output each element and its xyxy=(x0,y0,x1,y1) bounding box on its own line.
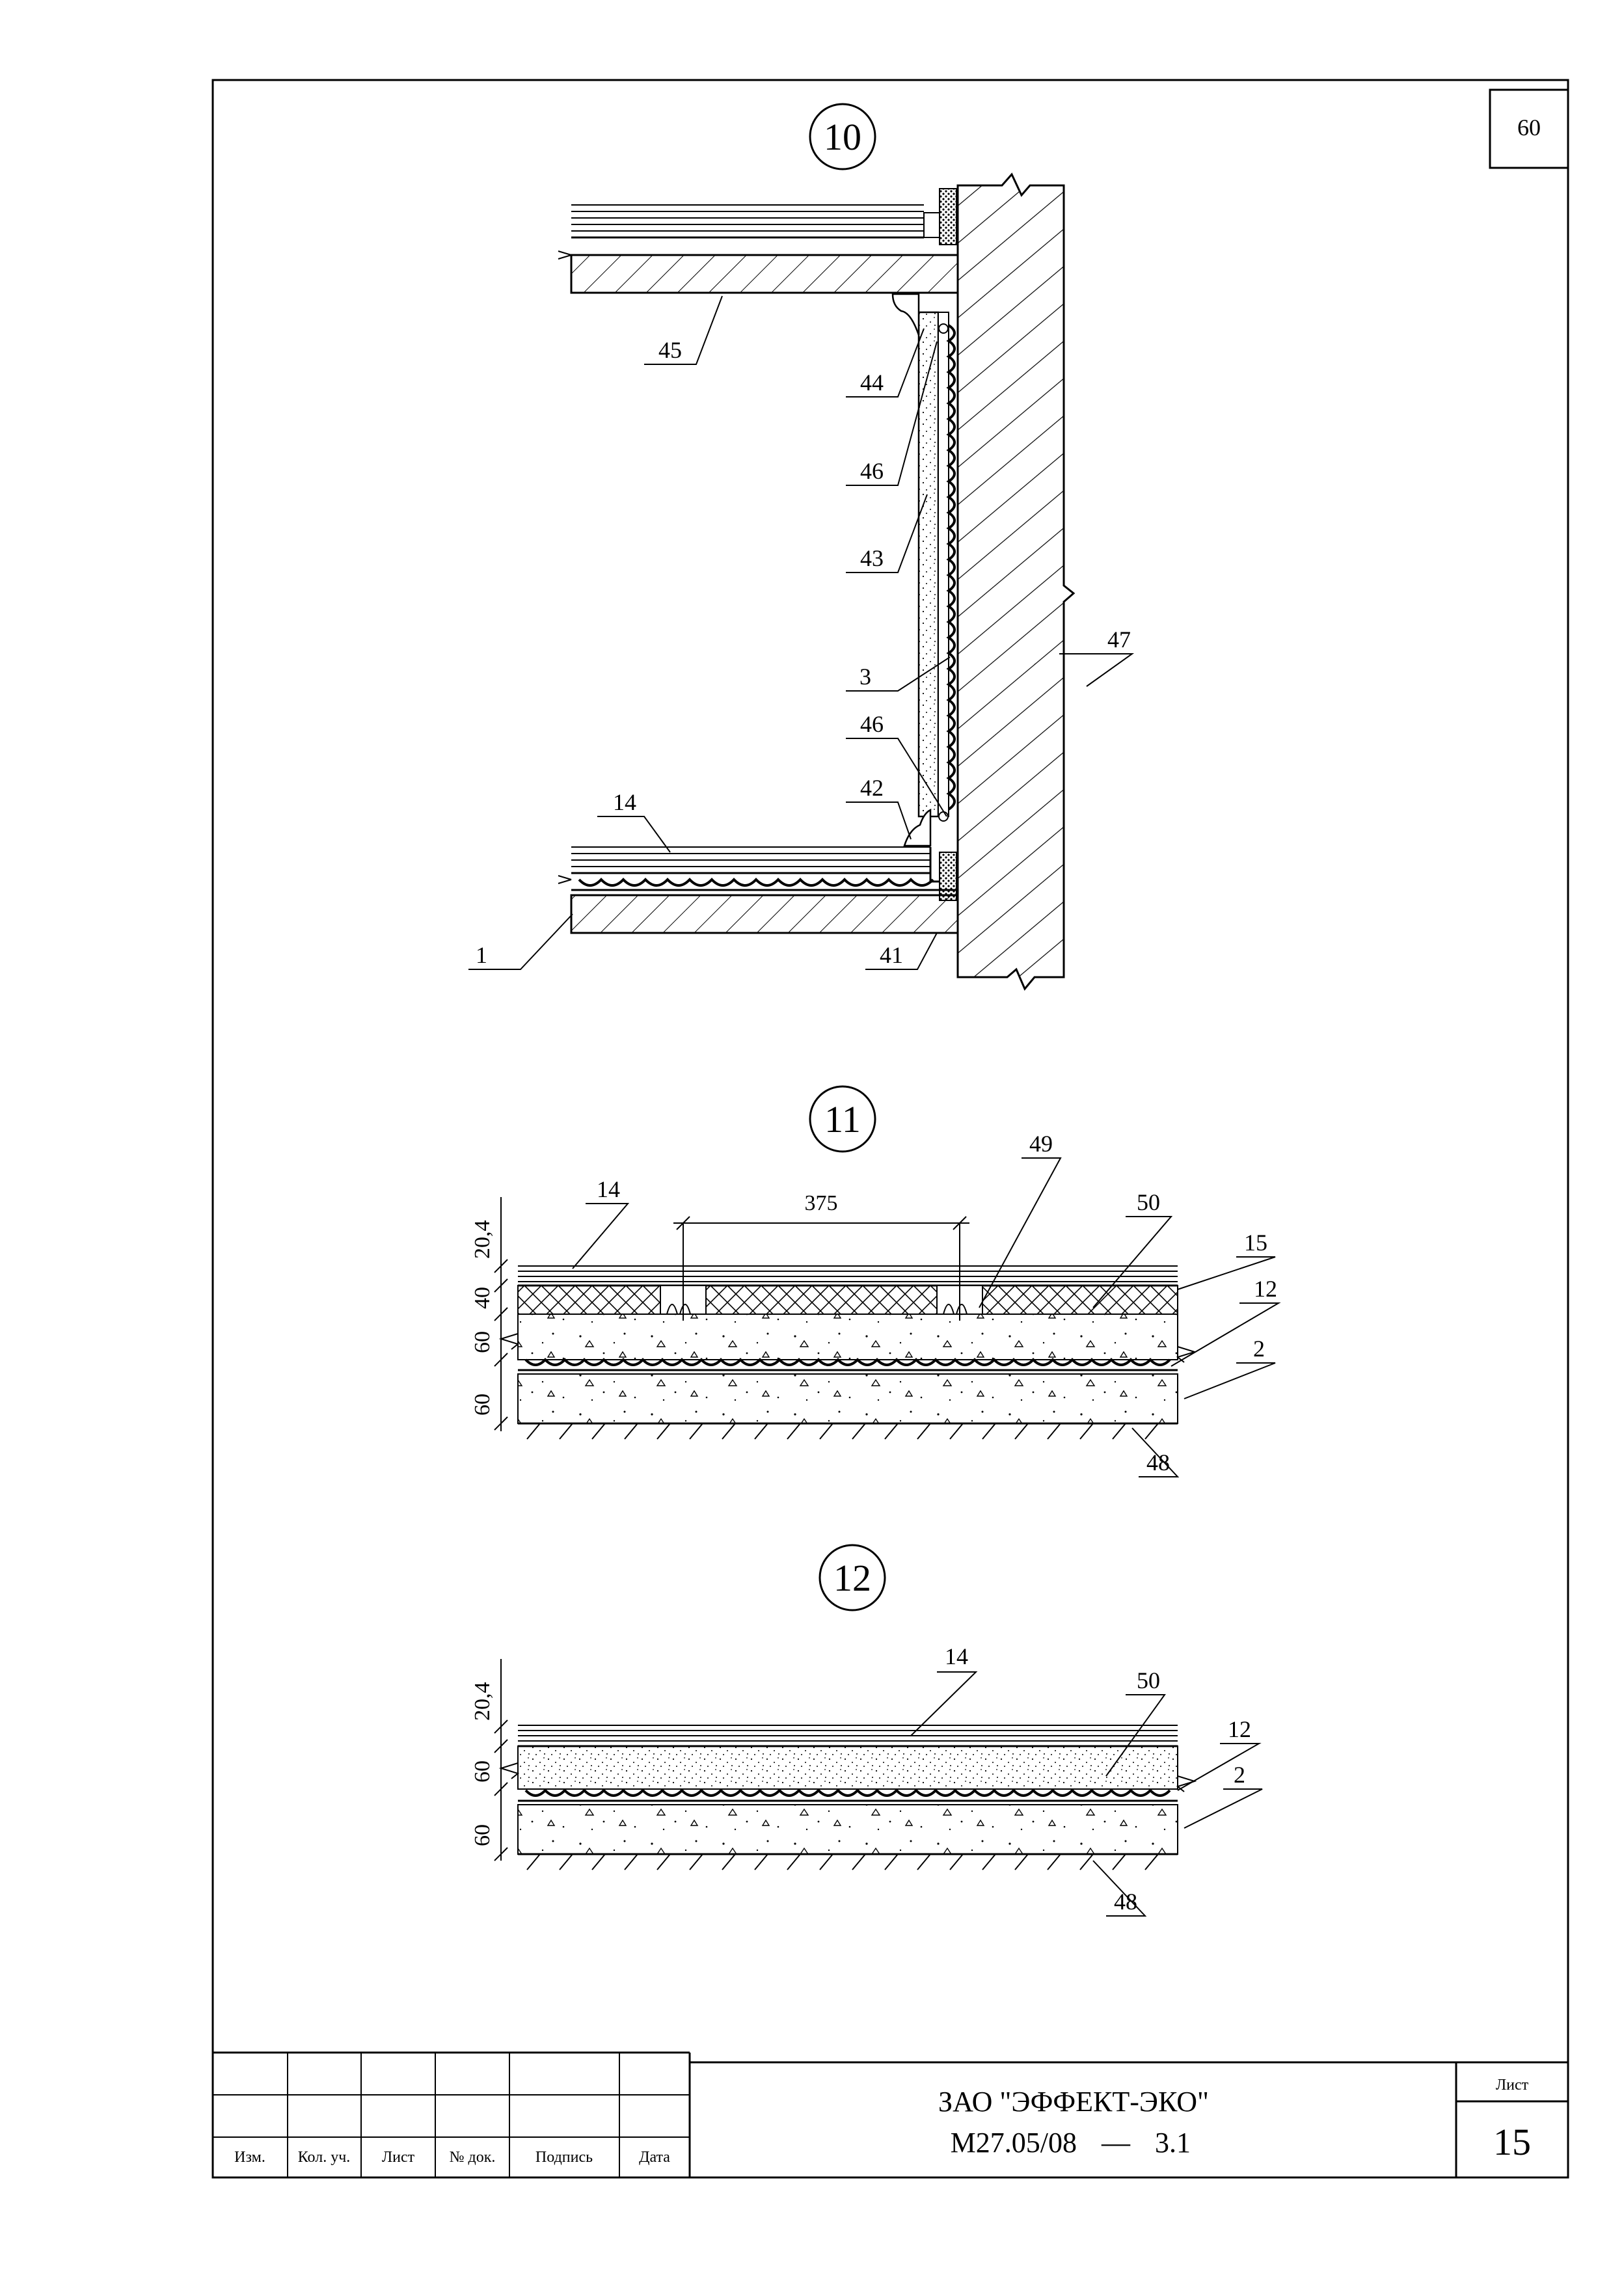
upper-edge-mark xyxy=(558,250,572,260)
d11-dim-20-4: 20,4 xyxy=(470,1220,494,1260)
d11-finish-layers xyxy=(518,1265,1178,1287)
d11-pad-left xyxy=(666,1304,691,1315)
d11-label-48: 48 xyxy=(1146,1449,1170,1475)
sheet-corner-box xyxy=(1489,88,1569,169)
detail-11-number: 11 xyxy=(824,1098,861,1140)
label-46-top: 46 xyxy=(860,458,884,484)
lower-edge-mark xyxy=(558,875,572,884)
label-47: 47 xyxy=(1107,627,1131,653)
title-block: Изм. Кол. уч. Лист № док. Подпись Дата З… xyxy=(213,2051,1568,2177)
label-43: 43 xyxy=(860,545,884,571)
detail-10: 10 xyxy=(468,103,1135,991)
d11-label-49: 49 xyxy=(1029,1131,1053,1157)
d12-membrane xyxy=(524,1788,1171,1797)
detail-12-marker xyxy=(819,1544,886,1611)
d12-label-2: 2 xyxy=(1234,1762,1245,1788)
d11-screed xyxy=(517,1314,1178,1360)
label-41: 41 xyxy=(880,942,903,968)
sheet-number: 15 xyxy=(1493,2121,1531,2163)
lower-membrane xyxy=(578,878,934,887)
d11-dim-60-b: 60 xyxy=(470,1394,494,1416)
d11-base-concrete xyxy=(517,1373,1178,1424)
detail-12-number: 12 xyxy=(833,1557,871,1599)
detail-12: 12 20,4 60 60 xyxy=(470,1544,1263,1917)
detail-10-leaders xyxy=(468,295,1135,970)
detail-11-leaders xyxy=(572,1157,1281,1477)
label-3: 3 xyxy=(859,664,871,690)
code-dash: — xyxy=(1101,2127,1131,2159)
d11-dim-60-a: 60 xyxy=(470,1331,494,1353)
d11-membrane xyxy=(524,1358,1171,1366)
label-46-bottom: 46 xyxy=(860,711,884,737)
column-signature: Подпись xyxy=(535,2149,593,2166)
d12-dim-20-4: 20,4 xyxy=(470,1682,494,1721)
d11-dimension-chain xyxy=(494,1197,508,1431)
column-date: Дата xyxy=(639,2149,670,2166)
d11-break-left xyxy=(498,1333,520,1350)
d12-break-left xyxy=(498,1762,520,1779)
upper-slab xyxy=(570,254,959,294)
title-block-grid xyxy=(213,2051,1568,2177)
sheet-frame xyxy=(211,79,1569,2179)
d12-dim-60-b: 60 xyxy=(470,1824,494,1846)
lower-floor-layers xyxy=(571,846,957,901)
detail-10-marker xyxy=(809,103,876,170)
upper-cornice xyxy=(891,293,920,336)
d11-label-12: 12 xyxy=(1254,1276,1277,1302)
section-number: 3.1 xyxy=(1155,2127,1191,2159)
lower-skirting xyxy=(903,808,932,847)
sheet-corner-number: 60 xyxy=(1517,115,1541,141)
d12-ground xyxy=(518,1853,1178,1870)
d12-label-48: 48 xyxy=(1114,1889,1137,1915)
d12-sand-screed xyxy=(517,1745,1178,1790)
company-name: ЗАО "ЭФФЕКТ-ЭКО" xyxy=(938,2086,1209,2118)
d11-dim-375: 375 xyxy=(805,1191,838,1215)
d11-break-right xyxy=(1176,1346,1197,1363)
d11-insulation-layer xyxy=(517,1285,1178,1315)
d11-label-50: 50 xyxy=(1137,1189,1160,1215)
label-1: 1 xyxy=(476,942,487,968)
detail-11: 11 xyxy=(470,1085,1281,1477)
sheet-label: Лист xyxy=(1496,2077,1529,2094)
d12-label-14: 14 xyxy=(945,1643,968,1669)
detail-11-marker xyxy=(809,1085,876,1153)
upper-floor-layers xyxy=(571,188,958,256)
lower-slab xyxy=(570,894,959,934)
d11-label-14: 14 xyxy=(597,1176,620,1202)
column-list: Лист xyxy=(382,2149,415,2166)
d12-base-concrete xyxy=(517,1804,1178,1855)
d12-label-12: 12 xyxy=(1228,1716,1251,1742)
d12-dimension-chain xyxy=(494,1659,508,1861)
d11-pad-right xyxy=(943,1304,968,1315)
wall xyxy=(956,172,1076,991)
d11-label-15: 15 xyxy=(1244,1230,1267,1256)
d11-dim-40: 40 xyxy=(470,1287,494,1309)
d11-dim-375-line xyxy=(673,1216,969,1321)
d11-ground xyxy=(518,1422,1178,1440)
label-42: 42 xyxy=(860,775,884,801)
d12-finish-layers xyxy=(518,1725,1178,1747)
label-44: 44 xyxy=(860,370,884,396)
label-45: 45 xyxy=(658,337,682,363)
detail-10-number: 10 xyxy=(824,116,861,158)
document-code: М27.05/08 xyxy=(951,2127,1077,2159)
column-kol-uch: Кол. уч. xyxy=(298,2149,351,2166)
d12-label-50: 50 xyxy=(1137,1667,1160,1693)
column-doc-number: № док. xyxy=(450,2149,496,2166)
detail-12-leaders xyxy=(910,1671,1263,1917)
d12-dim-60-a: 60 xyxy=(470,1760,494,1783)
column-izm: Изм. xyxy=(234,2149,265,2166)
label-14: 14 xyxy=(613,789,636,815)
d11-label-2: 2 xyxy=(1253,1336,1265,1362)
